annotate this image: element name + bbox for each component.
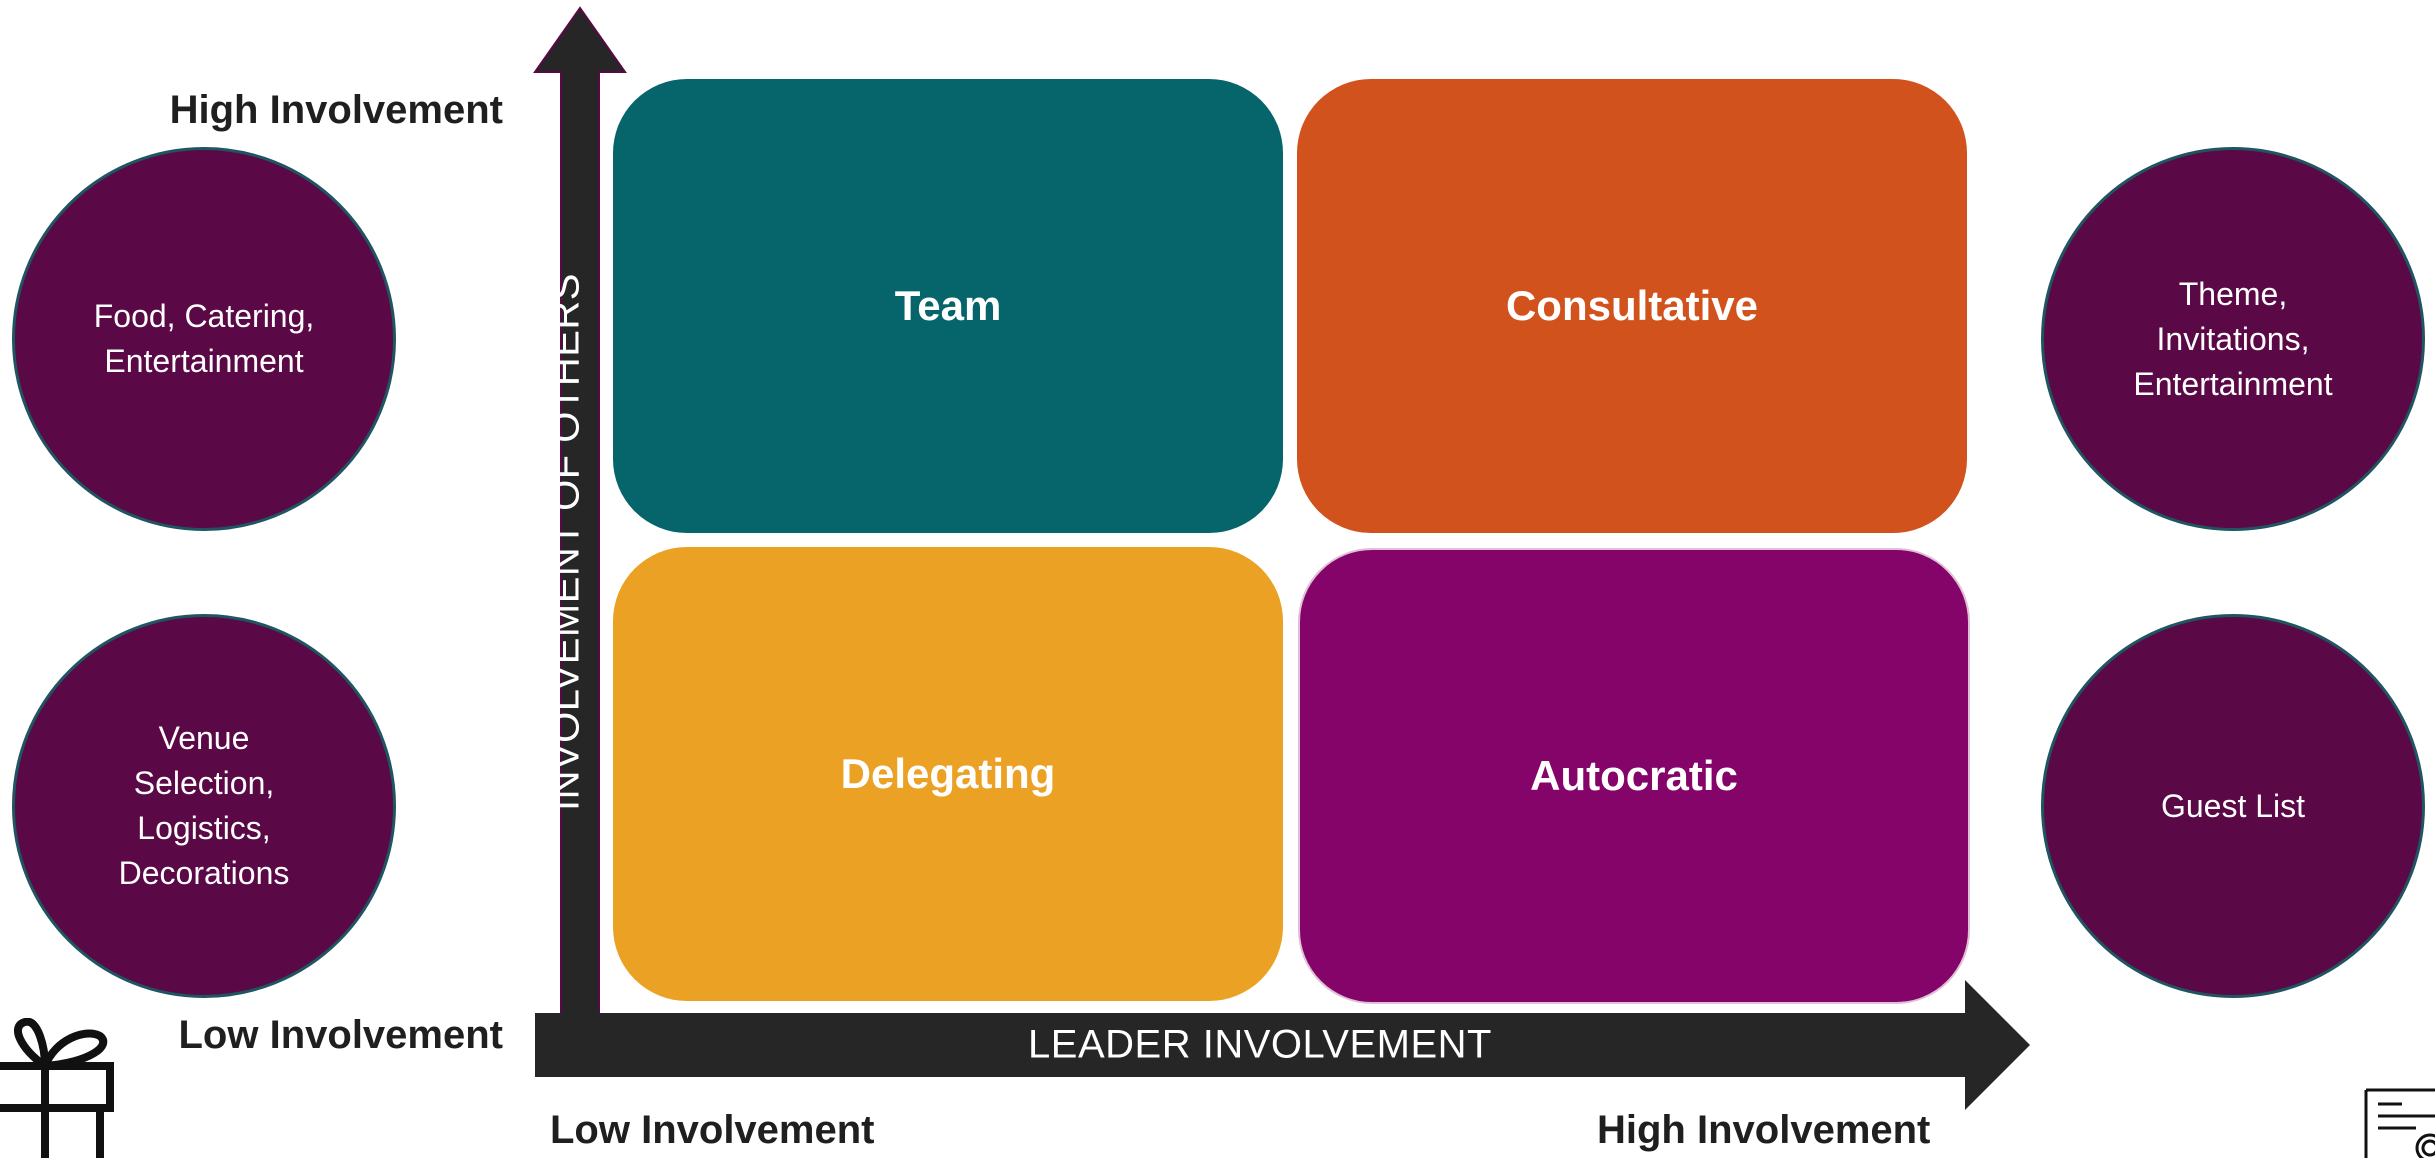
quadrant-autocratic-label: Autocratic xyxy=(1530,752,1738,799)
gift-icon xyxy=(0,1018,114,1158)
x-axis-high-label: High Involvement xyxy=(1597,1108,1931,1152)
quadrant-team: Team xyxy=(613,79,1283,533)
y-axis-title: INVOLVEMENT OF OTHERS xyxy=(543,273,588,811)
quadrant-team-label: Team xyxy=(894,282,1002,329)
document-icon xyxy=(2364,1088,2435,1158)
x-axis-low-label: Low Involvement xyxy=(550,1108,875,1152)
y-axis-arrow xyxy=(533,6,627,1077)
circle-left-bottom: Venue Selection, Logistics, Decorations xyxy=(12,614,396,998)
quadrant-delegating: Delegating xyxy=(613,547,1283,1001)
quadrant-consultative: Consultative xyxy=(1297,79,1967,533)
x-axis-title: LEADER INVOLVEMENT xyxy=(1028,1022,1492,1067)
quadrant-autocratic: Autocratic xyxy=(1298,548,1970,1004)
circle-right-bottom: Guest List xyxy=(2041,614,2425,998)
quadrant-delegating-label: Delegating xyxy=(840,750,1056,797)
circle-left-top: Food, Catering, Entertainment xyxy=(12,147,396,531)
x-axis-arrow xyxy=(535,980,2030,1110)
quadrant-consultative-label: Consultative xyxy=(1505,282,1759,329)
circle-right-top: Theme, Invitations, Entertainment xyxy=(2041,147,2425,531)
y-axis-low-label: Low Involvement xyxy=(178,1013,504,1057)
y-axis-high-label: High Involvement xyxy=(169,88,503,132)
